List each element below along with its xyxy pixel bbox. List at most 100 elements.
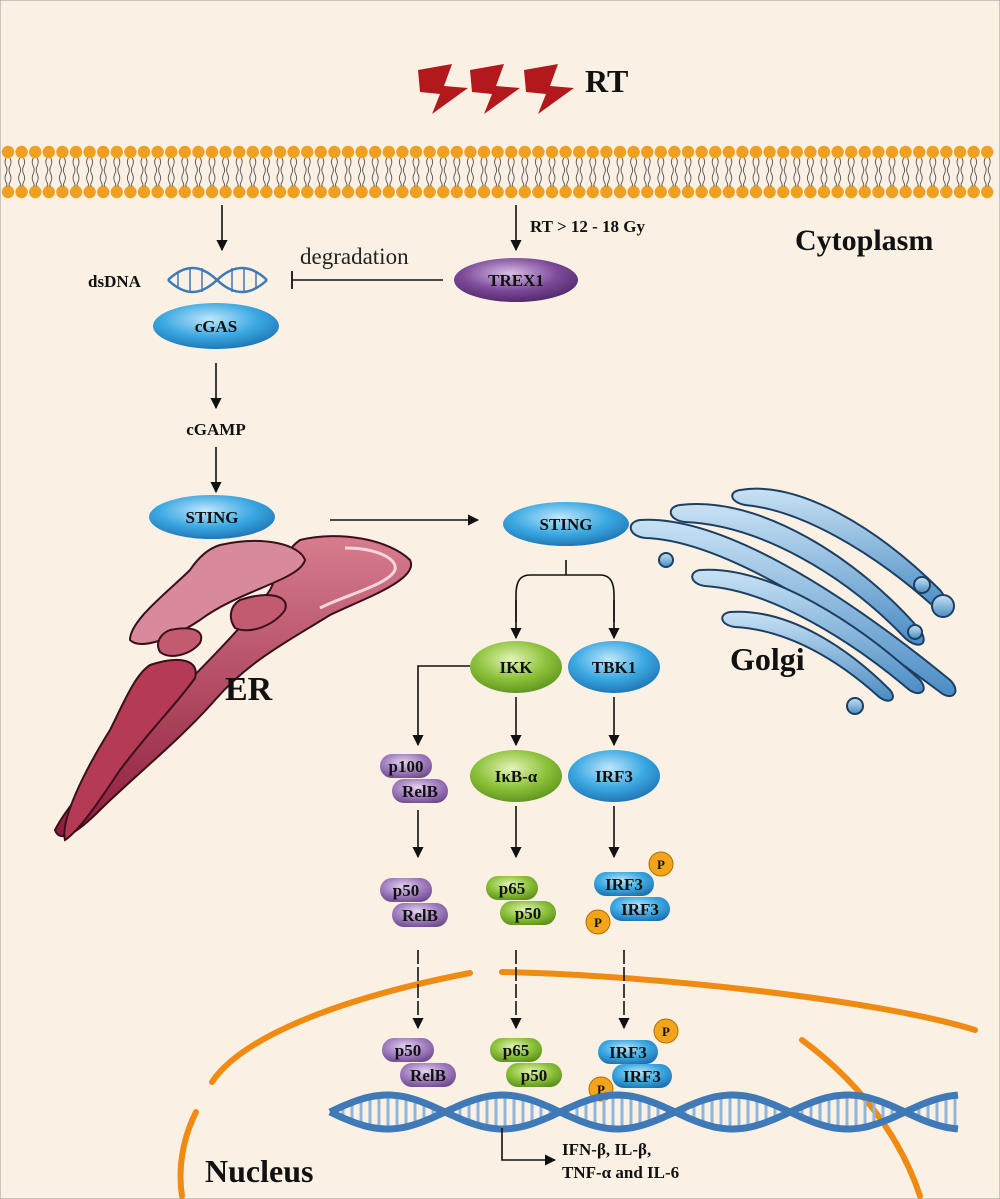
branch-connector: [515, 560, 615, 622]
lipid-tail: [834, 157, 842, 187]
lipid-head: [464, 185, 477, 199]
lipid-head: [246, 145, 259, 159]
p50-label: p50: [515, 904, 541, 923]
relb-label: RelB: [402, 782, 438, 801]
lipid-head: [491, 185, 504, 199]
lipid-head: [69, 185, 83, 199]
lipid-head: [681, 185, 695, 199]
lipid-head: [165, 185, 178, 199]
lipid-head: [314, 185, 327, 199]
lipid-head: [233, 185, 246, 199]
lipid-tail: [670, 157, 678, 187]
lipid-head: [341, 185, 355, 199]
lipid-head: [804, 185, 817, 199]
lipid-tail: [847, 157, 855, 187]
lipid-head: [151, 185, 164, 199]
lipid-head: [192, 145, 205, 159]
lipid-head: [777, 145, 790, 159]
lipid-head: [858, 185, 871, 199]
irf3-dimer-complex: IRF3 IRF3 P P: [585, 851, 674, 935]
lipid-head: [137, 185, 151, 199]
lipid-head: [287, 145, 300, 159]
lipid-tail: [589, 157, 597, 187]
lipid-head: [967, 185, 980, 199]
lipid-tail: [494, 157, 502, 187]
lipid-tail: [222, 157, 230, 187]
er-label: ER: [225, 671, 273, 708]
dose-label: RT > 12 - 18 Gy: [530, 217, 646, 236]
lipid-head: [559, 185, 572, 199]
lipid-head: [450, 145, 463, 159]
nuclear-p50-relb-complex: p50 RelB: [382, 1038, 456, 1087]
lipid-tail: [548, 157, 556, 187]
lipid-head: [205, 185, 219, 199]
lipid-tail: [426, 157, 434, 187]
lipid-head: [355, 145, 368, 159]
lipid-head: [627, 185, 640, 199]
relb-label: RelB: [402, 906, 438, 925]
lipid-tail: [18, 157, 26, 187]
lipid-head: [736, 145, 749, 159]
lipid-tail: [208, 157, 216, 187]
lipid-tail: [480, 157, 488, 187]
lipid-tail: [466, 157, 474, 187]
lipid-head: [913, 145, 926, 159]
lipid-tail: [330, 157, 338, 187]
lipid-head: [600, 185, 613, 199]
lipid-head: [369, 145, 382, 159]
lipid-head: [15, 185, 28, 199]
lipid-head: [763, 185, 776, 199]
lipid-tail: [262, 157, 270, 187]
ikba-node: IκB-α: [470, 750, 562, 802]
nucleus-label: Nucleus: [205, 1153, 313, 1189]
lipid-head: [722, 185, 735, 199]
trex1-node: TREX1: [454, 258, 578, 302]
plasma-membrane: [1, 145, 994, 199]
lipid-tail: [358, 157, 366, 187]
irf3-top-label: IRF3: [605, 875, 643, 894]
cgamp-label: cGAMP: [186, 420, 245, 439]
lipid-head: [695, 145, 708, 159]
lipid-tail: [303, 157, 311, 187]
lipid-tail: [929, 157, 937, 187]
lipid-head: [573, 145, 586, 159]
lipid-head: [763, 145, 776, 159]
lipid-head: [42, 185, 55, 199]
lipid-head: [817, 145, 831, 159]
lipid-tail: [861, 157, 869, 187]
phospho-label: P: [597, 1082, 605, 1097]
lipid-tail: [534, 157, 542, 187]
lipid-tail: [616, 157, 624, 187]
lipid-tail: [113, 157, 121, 187]
lipid-head: [858, 145, 871, 159]
lipid-tail: [942, 157, 950, 187]
lipid-head: [872, 145, 885, 159]
irf3-top-label: IRF3: [609, 1043, 647, 1062]
lipid-head: [477, 185, 491, 199]
lipid-tail: [45, 157, 53, 187]
lipid-tail: [766, 157, 774, 187]
lipid-head: [641, 185, 654, 199]
cgas-label: cGAS: [195, 317, 238, 336]
lipid-head: [273, 145, 287, 159]
lipid-head: [178, 145, 191, 159]
lipid-tail: [630, 157, 638, 187]
lipid-head: [586, 185, 599, 199]
lipid-head: [545, 145, 559, 159]
lipid-head: [273, 185, 287, 199]
lipid-tail: [983, 157, 991, 187]
lipid-head: [491, 145, 504, 159]
irf3-bottom-label: IRF3: [621, 900, 659, 919]
lipid-head: [790, 185, 803, 199]
lipid-head: [668, 145, 681, 159]
lipid-head: [681, 145, 695, 159]
lipid-tail: [31, 157, 39, 187]
lipid-tail: [398, 157, 406, 187]
lipid-head: [260, 185, 273, 199]
lipid-tail: [344, 157, 352, 187]
lipid-head: [899, 185, 912, 199]
lipid-head: [450, 185, 463, 199]
lipid-head: [56, 185, 69, 199]
lipid-head: [736, 185, 749, 199]
lipid-head: [42, 145, 55, 159]
